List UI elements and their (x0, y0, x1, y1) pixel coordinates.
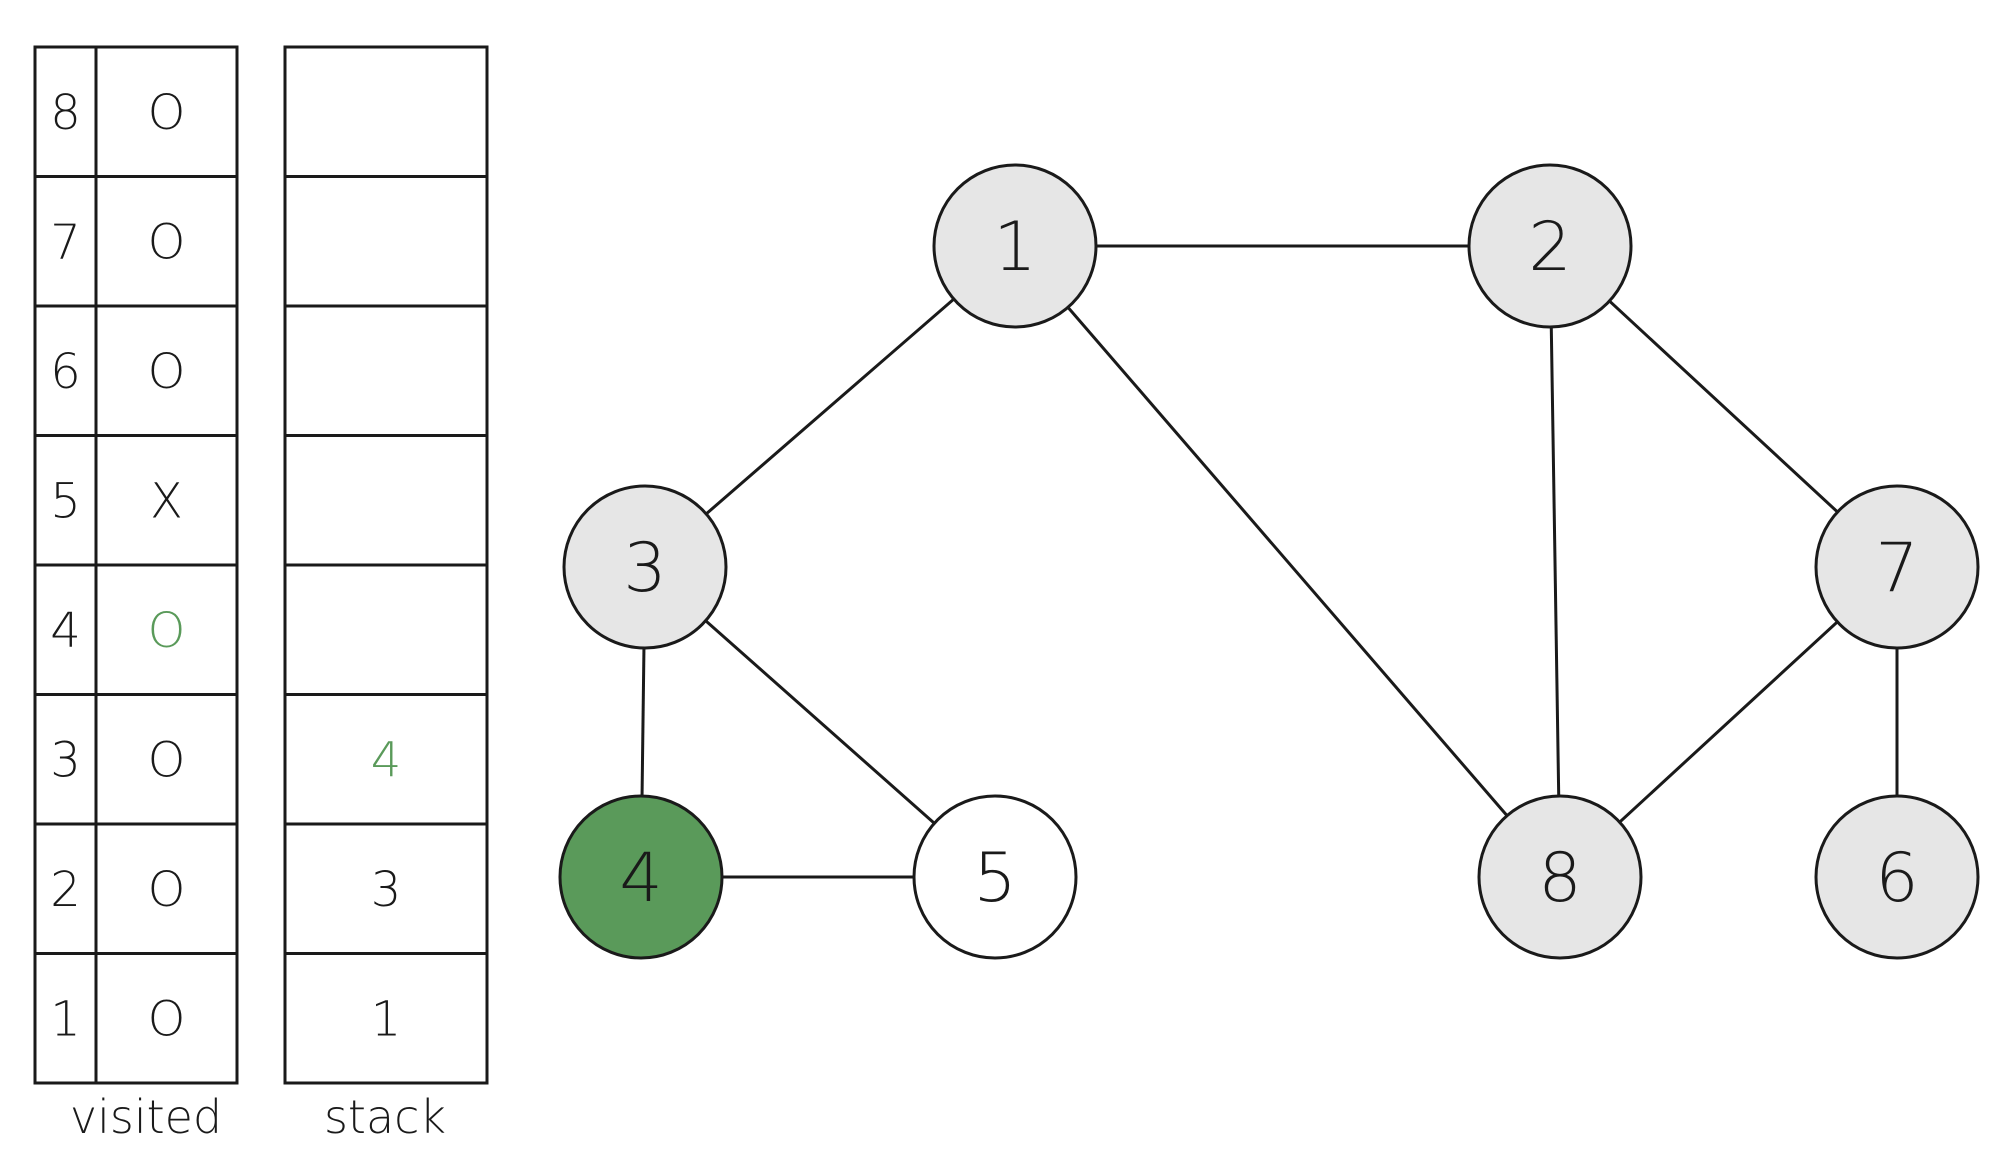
visited-value-cell (94, 952, 239, 1085)
stack-value-label: 4 (371, 732, 402, 788)
node-8: 8 (1477, 794, 1643, 960)
visited-value-cell (94, 822, 239, 955)
node-label: 6 (1875, 839, 1918, 918)
visited-value-cell (94, 434, 239, 567)
stack-value-label: 3 (371, 862, 402, 918)
node-1: 1 (932, 163, 1098, 329)
node-circle (1814, 484, 1980, 650)
node-circle (558, 794, 724, 960)
node-circle (932, 163, 1098, 329)
stack-cell (283, 434, 489, 567)
visited-index-label: 2 (50, 862, 81, 918)
visited-value-cell (94, 304, 239, 437)
node-label: 3 (623, 529, 666, 608)
stack-row (283, 304, 489, 437)
visited-value-label: O (148, 214, 186, 270)
node-label: 5 (973, 839, 1016, 918)
node-7: 7 (1814, 484, 1980, 650)
stack-cell (283, 304, 489, 437)
visited-value-cell (94, 175, 239, 308)
stack-value-label: 1 (371, 991, 402, 1047)
visited-index-label: 3 (50, 732, 81, 788)
visited-index-cell (33, 45, 98, 178)
visited-index-label: 4 (50, 603, 81, 659)
visited-value-label: O (148, 862, 186, 918)
edge-2-8 (1548, 245, 1562, 878)
visited-value-label: X (150, 473, 183, 529)
visited-label: visited (70, 1090, 222, 1144)
node-circle (1814, 794, 1980, 960)
visited-index-label: 8 (50, 85, 81, 141)
stack-row: 1 (283, 952, 489, 1085)
visited-value-label: O (148, 603, 186, 659)
node-label: 2 (1528, 208, 1571, 287)
edge-1-8 (1013, 245, 1562, 878)
stack-row: 4 (283, 693, 489, 826)
visited-index-label: 1 (50, 991, 81, 1047)
stack-cell (283, 563, 489, 696)
visited-value-label: O (148, 85, 186, 141)
node-circle (1467, 163, 1633, 329)
stack-row (283, 563, 489, 696)
node-label: 8 (1538, 839, 1581, 918)
stack-label: stack (324, 1090, 446, 1144)
stack-cell (283, 952, 489, 1085)
node-3: 3 (562, 484, 728, 650)
graph-edges (639, 244, 1899, 879)
stack-cell (283, 45, 489, 178)
node-label: 7 (1875, 529, 1918, 608)
visited-value-label: O (148, 991, 186, 1047)
node-circle (562, 484, 728, 650)
stack-cell (283, 175, 489, 308)
stack-cell (283, 822, 489, 955)
visited-value-cell (94, 693, 239, 826)
graph-nodes: 1 2 3 4 5 6 7 8 (558, 163, 1980, 960)
visited-value-label: O (148, 732, 186, 788)
visited-index-label: 5 (50, 473, 81, 529)
stack-row (283, 45, 489, 178)
stack-table: 4 3 1 (283, 45, 489, 1085)
stack-row (283, 434, 489, 567)
node-circle (912, 794, 1078, 960)
node-5: 5 (912, 794, 1078, 960)
node-circle (1477, 794, 1643, 960)
visited-value-label: O (148, 344, 186, 400)
visited-index-label: 7 (50, 214, 81, 270)
visited-value-cell (94, 563, 239, 696)
node-label: 1 (993, 208, 1036, 287)
stack-row (283, 175, 489, 308)
node-4: 4 (558, 794, 724, 960)
node-6: 6 (1814, 794, 1980, 960)
node-2: 2 (1467, 163, 1633, 329)
stack-row: 3 (283, 822, 489, 955)
stack-cell (283, 693, 489, 826)
node-label: 4 (619, 839, 662, 918)
visited-value-cell (94, 45, 239, 178)
visited-index-label: 6 (50, 344, 81, 400)
